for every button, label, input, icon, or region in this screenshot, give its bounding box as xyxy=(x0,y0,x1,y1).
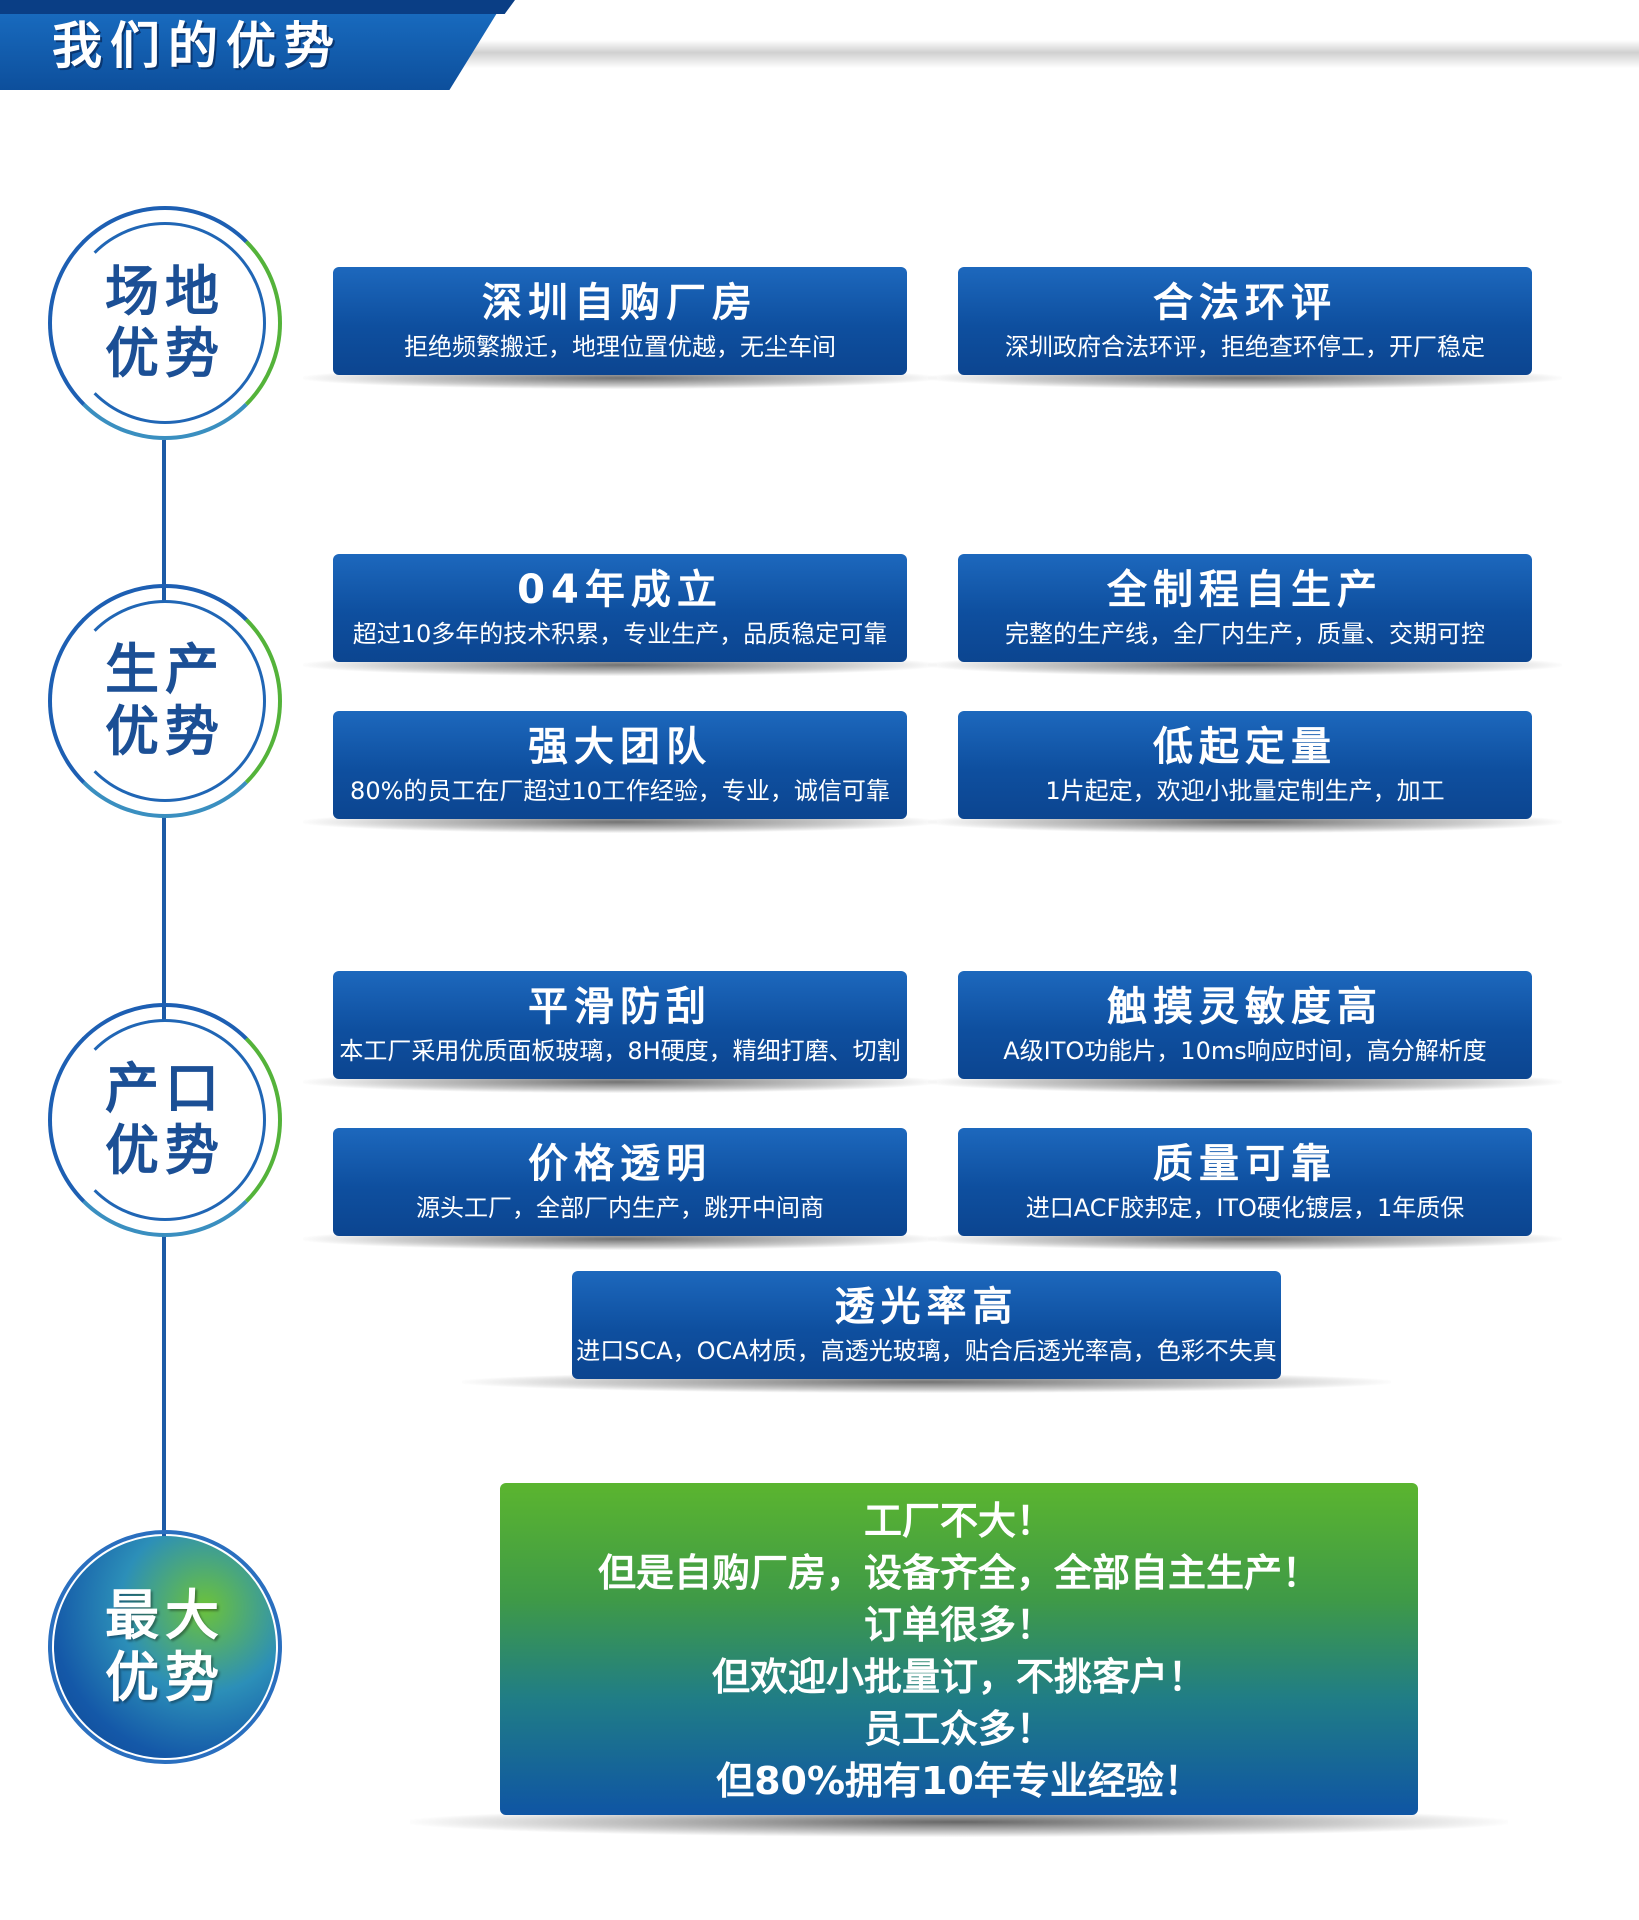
card-description: 本工厂采用优质面板玻璃，8H硬度，精细打磨、切割 xyxy=(339,1037,901,1065)
card-title: 质量可靠 xyxy=(1153,1141,1337,1187)
card-title: 合法环评 xyxy=(1153,280,1337,326)
highlight-line: 但欢迎小批量订，不挑客户！ xyxy=(711,1655,1206,1699)
header-divider xyxy=(420,40,1639,68)
page-title: 我们的优势 xyxy=(52,17,342,75)
card-description: 1片起定，欢迎小批量定制生产，加工 xyxy=(1045,777,1445,805)
section-badge-label: 优势 xyxy=(105,700,225,763)
advantage-card: 价格透明 源头工厂，全部厂内生产，跳开中间商 xyxy=(303,1128,937,1250)
highlight-line: 员工众多！ xyxy=(863,1707,1054,1751)
card-title: 深圳自购厂房 xyxy=(482,280,758,326)
advantage-card: 透光率高 进口SCA，OCA材质，高透光玻璃，贴合后透光率高，色彩不失真 xyxy=(462,1271,1391,1393)
header-banner xyxy=(0,0,505,90)
card-description: A级ITO功能片，10ms响应时间，高分解析度 xyxy=(1003,1037,1487,1065)
section-badge-biggest: 最大 优势 xyxy=(48,1530,282,1764)
page-header: 我们的优势 xyxy=(0,0,1639,92)
card-description: 完整的生产线，全厂内生产，质量、交期可控 xyxy=(1005,620,1485,648)
card-title: 价格透明 xyxy=(528,1141,712,1187)
section-badge-site: 场地 优势 xyxy=(48,206,282,440)
card-title: 04年成立 xyxy=(517,567,723,613)
timeline-connector xyxy=(162,1233,166,1549)
section-badge-label: 优势 xyxy=(105,1646,225,1709)
header-banner-accent xyxy=(0,0,515,14)
advantage-card: 平滑防刮 本工厂采用优质面板玻璃，8H硬度，精细打磨、切割 xyxy=(303,971,937,1093)
highlight-line: 工厂不大！ xyxy=(863,1499,1054,1543)
advantage-card: 质量可靠 进口ACF胶邦定，ITO硬化镀层，1年质保 xyxy=(928,1128,1562,1250)
card-title: 全制程自生产 xyxy=(1107,567,1383,613)
highlight-line: 订单很多！ xyxy=(863,1603,1054,1647)
card-title: 低起定量 xyxy=(1153,724,1337,770)
section-badge-label: 产口 xyxy=(105,1057,225,1120)
card-description: 进口SCA，OCA材质，高透光玻璃，贴合后透光率高，色彩不失真 xyxy=(576,1337,1277,1365)
card-title: 强大团队 xyxy=(528,724,712,770)
card-title: 透光率高 xyxy=(834,1284,1019,1330)
card-description: 拒绝频繁搬迁，地理位置优越，无尘车间 xyxy=(404,333,836,361)
advantage-card: 04年成立 超过10多年的技术积累，专业生产，品质稳定可靠 xyxy=(303,554,937,676)
section-badge-label: 优势 xyxy=(105,1119,225,1182)
section-badge-label: 生产 xyxy=(105,638,225,701)
card-description: 进口ACF胶邦定，ITO硬化镀层，1年质保 xyxy=(1025,1194,1465,1222)
section-badge-label: 最大 xyxy=(105,1584,225,1647)
section-badge-product: 产口 优势 xyxy=(48,1003,282,1237)
highlight-line: 但80%拥有10年专业经验！ xyxy=(716,1759,1202,1803)
highlight-line: 但是自购厂房，设备齐全，全部自主生产！ xyxy=(597,1551,1320,1595)
biggest-advantage-panel: 工厂不大！ 但是自购厂房，设备齐全，全部自主生产！ 订单很多！ 但欢迎小批量订，… xyxy=(410,1483,1508,1837)
card-description: 80%的员工在厂超过10工作经验，专业，诚信可靠 xyxy=(350,777,890,805)
card-title: 平滑防刮 xyxy=(528,984,712,1030)
advantage-card: 低起定量 1片起定，欢迎小批量定制生产，加工 xyxy=(928,711,1562,833)
advantage-card: 合法环评 深圳政府合法环评，拒绝查环停工，开厂稳定 xyxy=(928,267,1562,389)
card-description: 深圳政府合法环评，拒绝查环停工，开厂稳定 xyxy=(1005,333,1485,361)
section-badge-production: 生产 优势 xyxy=(48,584,282,818)
advantage-card: 强大团队 80%的员工在厂超过10工作经验，专业，诚信可靠 xyxy=(303,711,937,833)
advantage-card: 深圳自购厂房 拒绝频繁搬迁，地理位置优越，无尘车间 xyxy=(303,267,937,389)
section-badge-label: 场地 xyxy=(105,260,225,323)
advantage-card: 全制程自生产 完整的生产线，全厂内生产，质量、交期可控 xyxy=(928,554,1562,676)
advantage-card: 触摸灵敏度高 A级ITO功能片，10ms响应时间，高分解析度 xyxy=(928,971,1562,1093)
card-description: 超过10多年的技术积累，专业生产，品质稳定可靠 xyxy=(352,620,888,648)
section-badge-label: 优势 xyxy=(105,322,225,385)
timeline-connector xyxy=(162,440,166,605)
timeline-connector xyxy=(162,815,166,1020)
card-description: 源头工厂，全部厂内生产，跳开中间商 xyxy=(416,1194,824,1222)
card-title: 触摸灵敏度高 xyxy=(1107,984,1383,1030)
